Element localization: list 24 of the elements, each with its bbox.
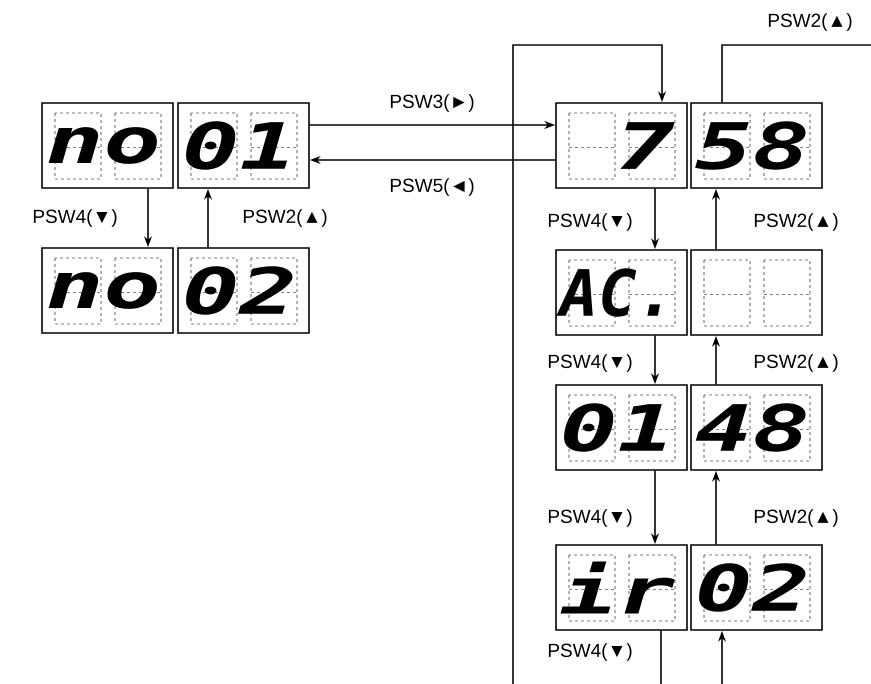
edge-label: PSW4(▼) [31,208,119,228]
edge-label: PSW5(◄) [388,177,476,197]
display-box: 01 [555,384,688,471]
edge-label: PSW4(▼) [546,642,634,662]
edge-label: PSW4(▼) [546,212,634,232]
display-box: 7 [555,102,688,189]
display-box [690,249,823,336]
edge-label: PSW2(▲) [766,12,854,32]
edge-label: PSW4(▼) [546,353,634,373]
display-box: 48 [690,384,823,471]
edge-label: PSW2(▲) [752,508,840,528]
display-box: ir [555,544,688,631]
edge-label: PSW3(►) [388,93,476,113]
display-box: 58 [690,102,823,189]
display-box: 02 [690,544,823,631]
display-box: 01 [177,102,310,189]
arrow [512,44,666,684]
edge-label: PSW2(▲) [752,353,840,373]
display-box: no [41,102,174,189]
edge-label: PSW2(▲) [241,208,329,228]
edge-label: PSW4(▼) [546,508,634,528]
display-box: 02 [177,247,310,334]
edge-label: PSW2(▲) [752,212,840,232]
display-box: no [41,247,174,334]
